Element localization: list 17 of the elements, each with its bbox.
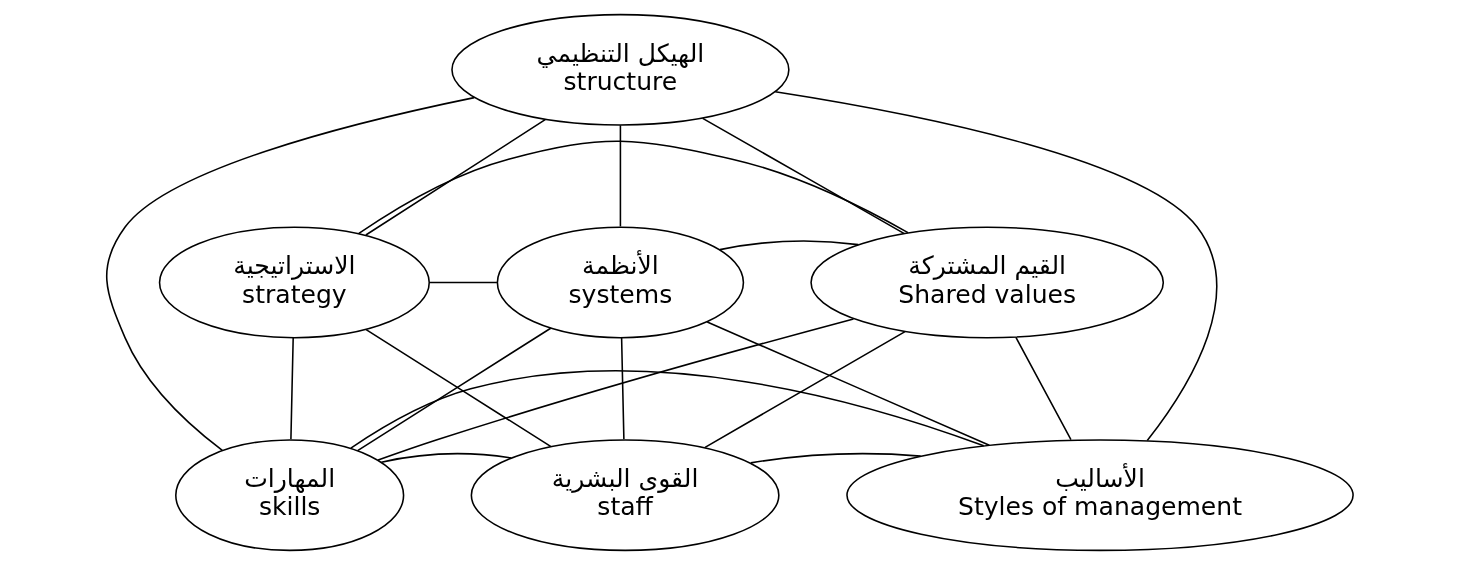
connector xyxy=(428,281,498,284)
connector xyxy=(376,318,854,461)
connector xyxy=(105,96,475,452)
connector xyxy=(749,452,921,464)
connector xyxy=(1014,336,1072,441)
connector xyxy=(705,321,990,447)
connector xyxy=(703,330,906,449)
connector xyxy=(357,140,909,235)
connector xyxy=(718,240,859,251)
connector xyxy=(620,337,625,440)
connector xyxy=(380,452,512,463)
connector xyxy=(289,337,294,440)
connector xyxy=(701,117,905,235)
connector xyxy=(364,118,546,236)
connector xyxy=(619,124,621,228)
connector xyxy=(773,91,1217,442)
connector xyxy=(349,370,984,449)
